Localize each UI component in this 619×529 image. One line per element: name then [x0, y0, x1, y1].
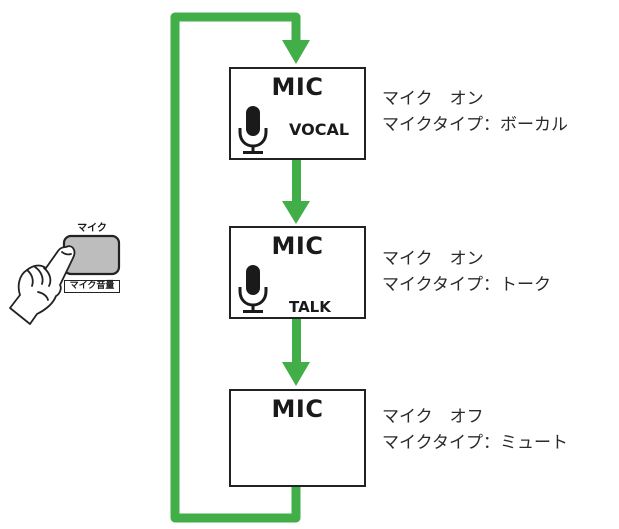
mic-type-text: マイクタイプ：ボーカル: [382, 115, 568, 135]
mic-status-text: マイク オフ: [382, 407, 484, 427]
panel-title: MIC: [271, 395, 324, 423]
mode-label: TALK: [289, 298, 331, 316]
state-description-1: マイク オン マイクタイプ：ボーカル: [382, 86, 568, 138]
arrow-head-2: [282, 362, 310, 386]
mic-type-text: マイクタイプ：ミュート: [382, 433, 568, 453]
panel-title: MIC: [271, 232, 324, 260]
display-panel-talk: MIC TALK: [229, 226, 366, 319]
mic-status-text: マイク オン: [382, 249, 484, 269]
display-panel-mute: MIC: [229, 389, 366, 487]
state-description-2: マイク オン マイクタイプ：トーク: [382, 246, 551, 298]
state-description-3: マイク オフ マイクタイプ：ミュート: [382, 404, 568, 456]
panel-title: MIC: [271, 73, 324, 101]
arrow-head-top: [282, 40, 310, 64]
mic-volume-label: マイク音量: [64, 280, 120, 293]
mic-button-press-illustration: [9, 234, 121, 325]
mic-type-text: マイクタイプ：トーク: [382, 275, 551, 295]
arrow-shaft-2: [292, 319, 301, 365]
arrow-head-1: [282, 201, 310, 224]
display-panel-vocal: MIC VOCAL: [229, 67, 366, 160]
pressing-hand-icon: [9, 245, 76, 325]
mode-label: VOCAL: [289, 120, 350, 139]
loop-return-line: [170, 12, 301, 523]
arrow-shaft-1: [292, 160, 301, 204]
mic-status-text: マイク オン: [382, 89, 484, 109]
mic-button-label: マイク: [77, 223, 107, 234]
microphone-icon: [238, 106, 268, 154]
microphone-icon: [238, 265, 268, 313]
